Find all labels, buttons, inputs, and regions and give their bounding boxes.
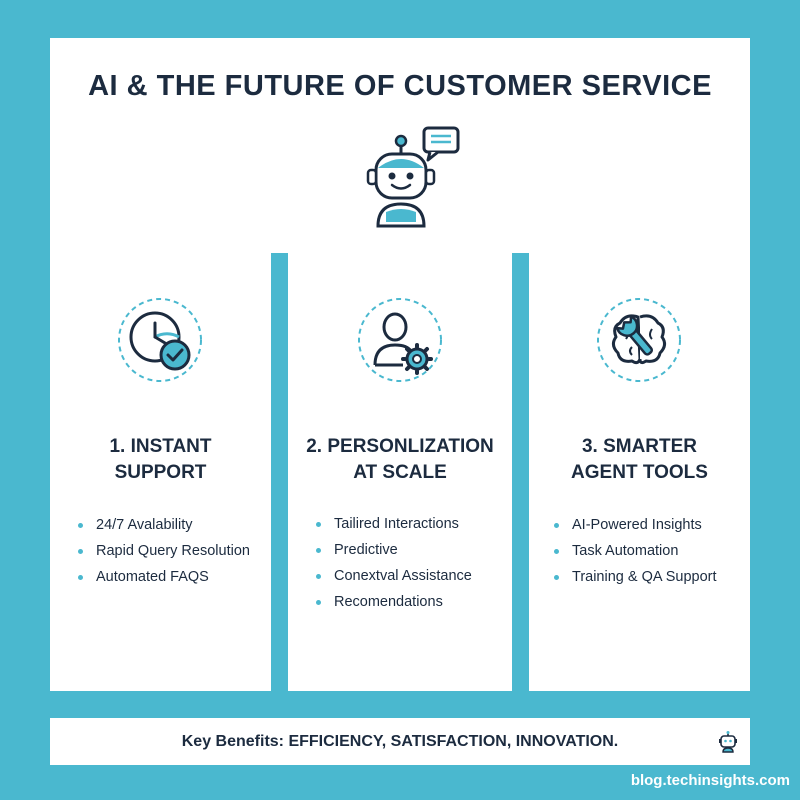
pillar-title-2-line2: AT SCALE — [353, 462, 447, 483]
pillar-title-2-line1: 2. PERSONLIZATION — [306, 436, 494, 457]
list-item: Predictive — [314, 537, 472, 563]
pillar-title-1-line1: 1. INSTANT — [109, 436, 212, 457]
key-benefits-banner: Key Benefits: EFFICIENCY, SATISFACTION, … — [50, 718, 750, 765]
list-item: 24/7 Avalability — [76, 512, 250, 538]
clock-check-icon — [118, 298, 202, 382]
page-title: AI & THE FUTURE OF CUSTOMER SERVICE — [88, 70, 712, 102]
pillar-3-bullets: AI-Powered Insights Task Automation Trai… — [552, 512, 717, 590]
list-item: Training & QA Support — [552, 564, 717, 590]
list-item: Automated FAQS — [76, 564, 250, 590]
list-item: Task Automation — [552, 538, 717, 564]
pillar-2-bullets: Tailired Interactions Predictive Conextv… — [314, 511, 472, 615]
key-benefits-text: Key Benefits: EFFICIENCY, SATISFACTION, … — [181, 732, 619, 750]
user-gear-icon — [358, 298, 442, 382]
pillar-title-3: 3. SMARTER AGENT TOOLS — [529, 434, 750, 486]
brain-wrench-icon — [597, 298, 681, 382]
list-item: Tailired Interactions — [314, 511, 472, 537]
pillar-title-3-line2: AGENT TOOLS — [571, 462, 708, 483]
robot-icon-small — [719, 731, 737, 753]
robot-icon — [366, 126, 460, 228]
pillar-title-2: 2. PERSONLIZATION AT SCALE — [288, 434, 512, 486]
source-domain: blog.techinsights.com — [630, 772, 790, 789]
pillar-1-bullets: 24/7 Avalability Rapid Query Resolution … — [76, 512, 250, 590]
list-item: AI-Powered Insights — [552, 512, 717, 538]
list-item: Rapid Query Resolution — [76, 538, 250, 564]
list-item: Conextval Assistance — [314, 563, 472, 589]
pillar-title-1: 1. INSTANT SUPPORT — [50, 434, 271, 486]
list-item: Recomendations — [314, 589, 472, 615]
pillar-title-3-line1: 3. SMARTER — [581, 436, 698, 457]
pillar-title-1-line2: SUPPORT — [114, 462, 207, 483]
